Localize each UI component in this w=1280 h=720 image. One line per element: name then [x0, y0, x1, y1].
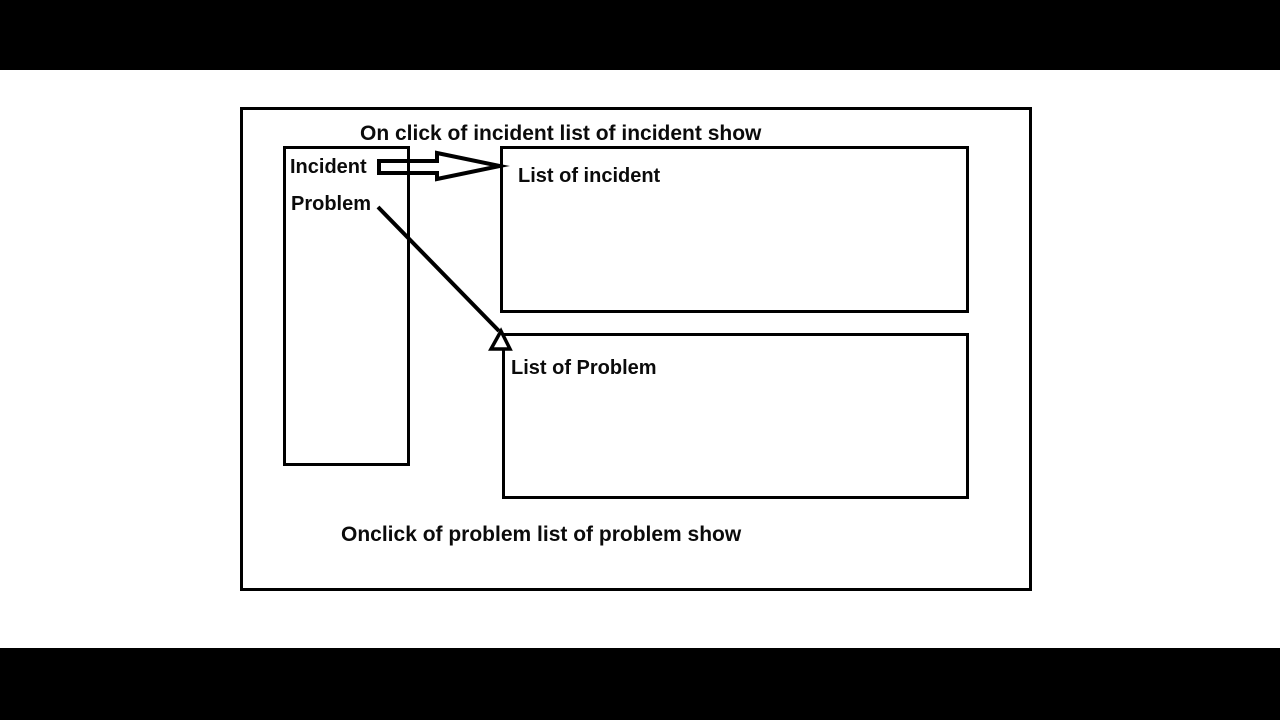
bottom-caption: Onclick of problem list of problem show [341, 523, 742, 546]
problem-list-panel-label: List of Problem [511, 357, 657, 379]
letterbox-top-bar [0, 0, 1280, 70]
menu-item-incident: Incident [290, 156, 367, 178]
letterbox-bottom-bar [0, 648, 1280, 720]
problem-list-panel [502, 333, 969, 499]
slide-background [0, 70, 1280, 648]
diagram-outer-frame [240, 107, 1032, 591]
incident-list-panel [500, 146, 969, 313]
incident-list-panel-label: List of incident [518, 165, 661, 187]
menu-item-problem: Problem [291, 193, 372, 215]
top-caption: On click of incident list of incident sh… [360, 122, 762, 145]
